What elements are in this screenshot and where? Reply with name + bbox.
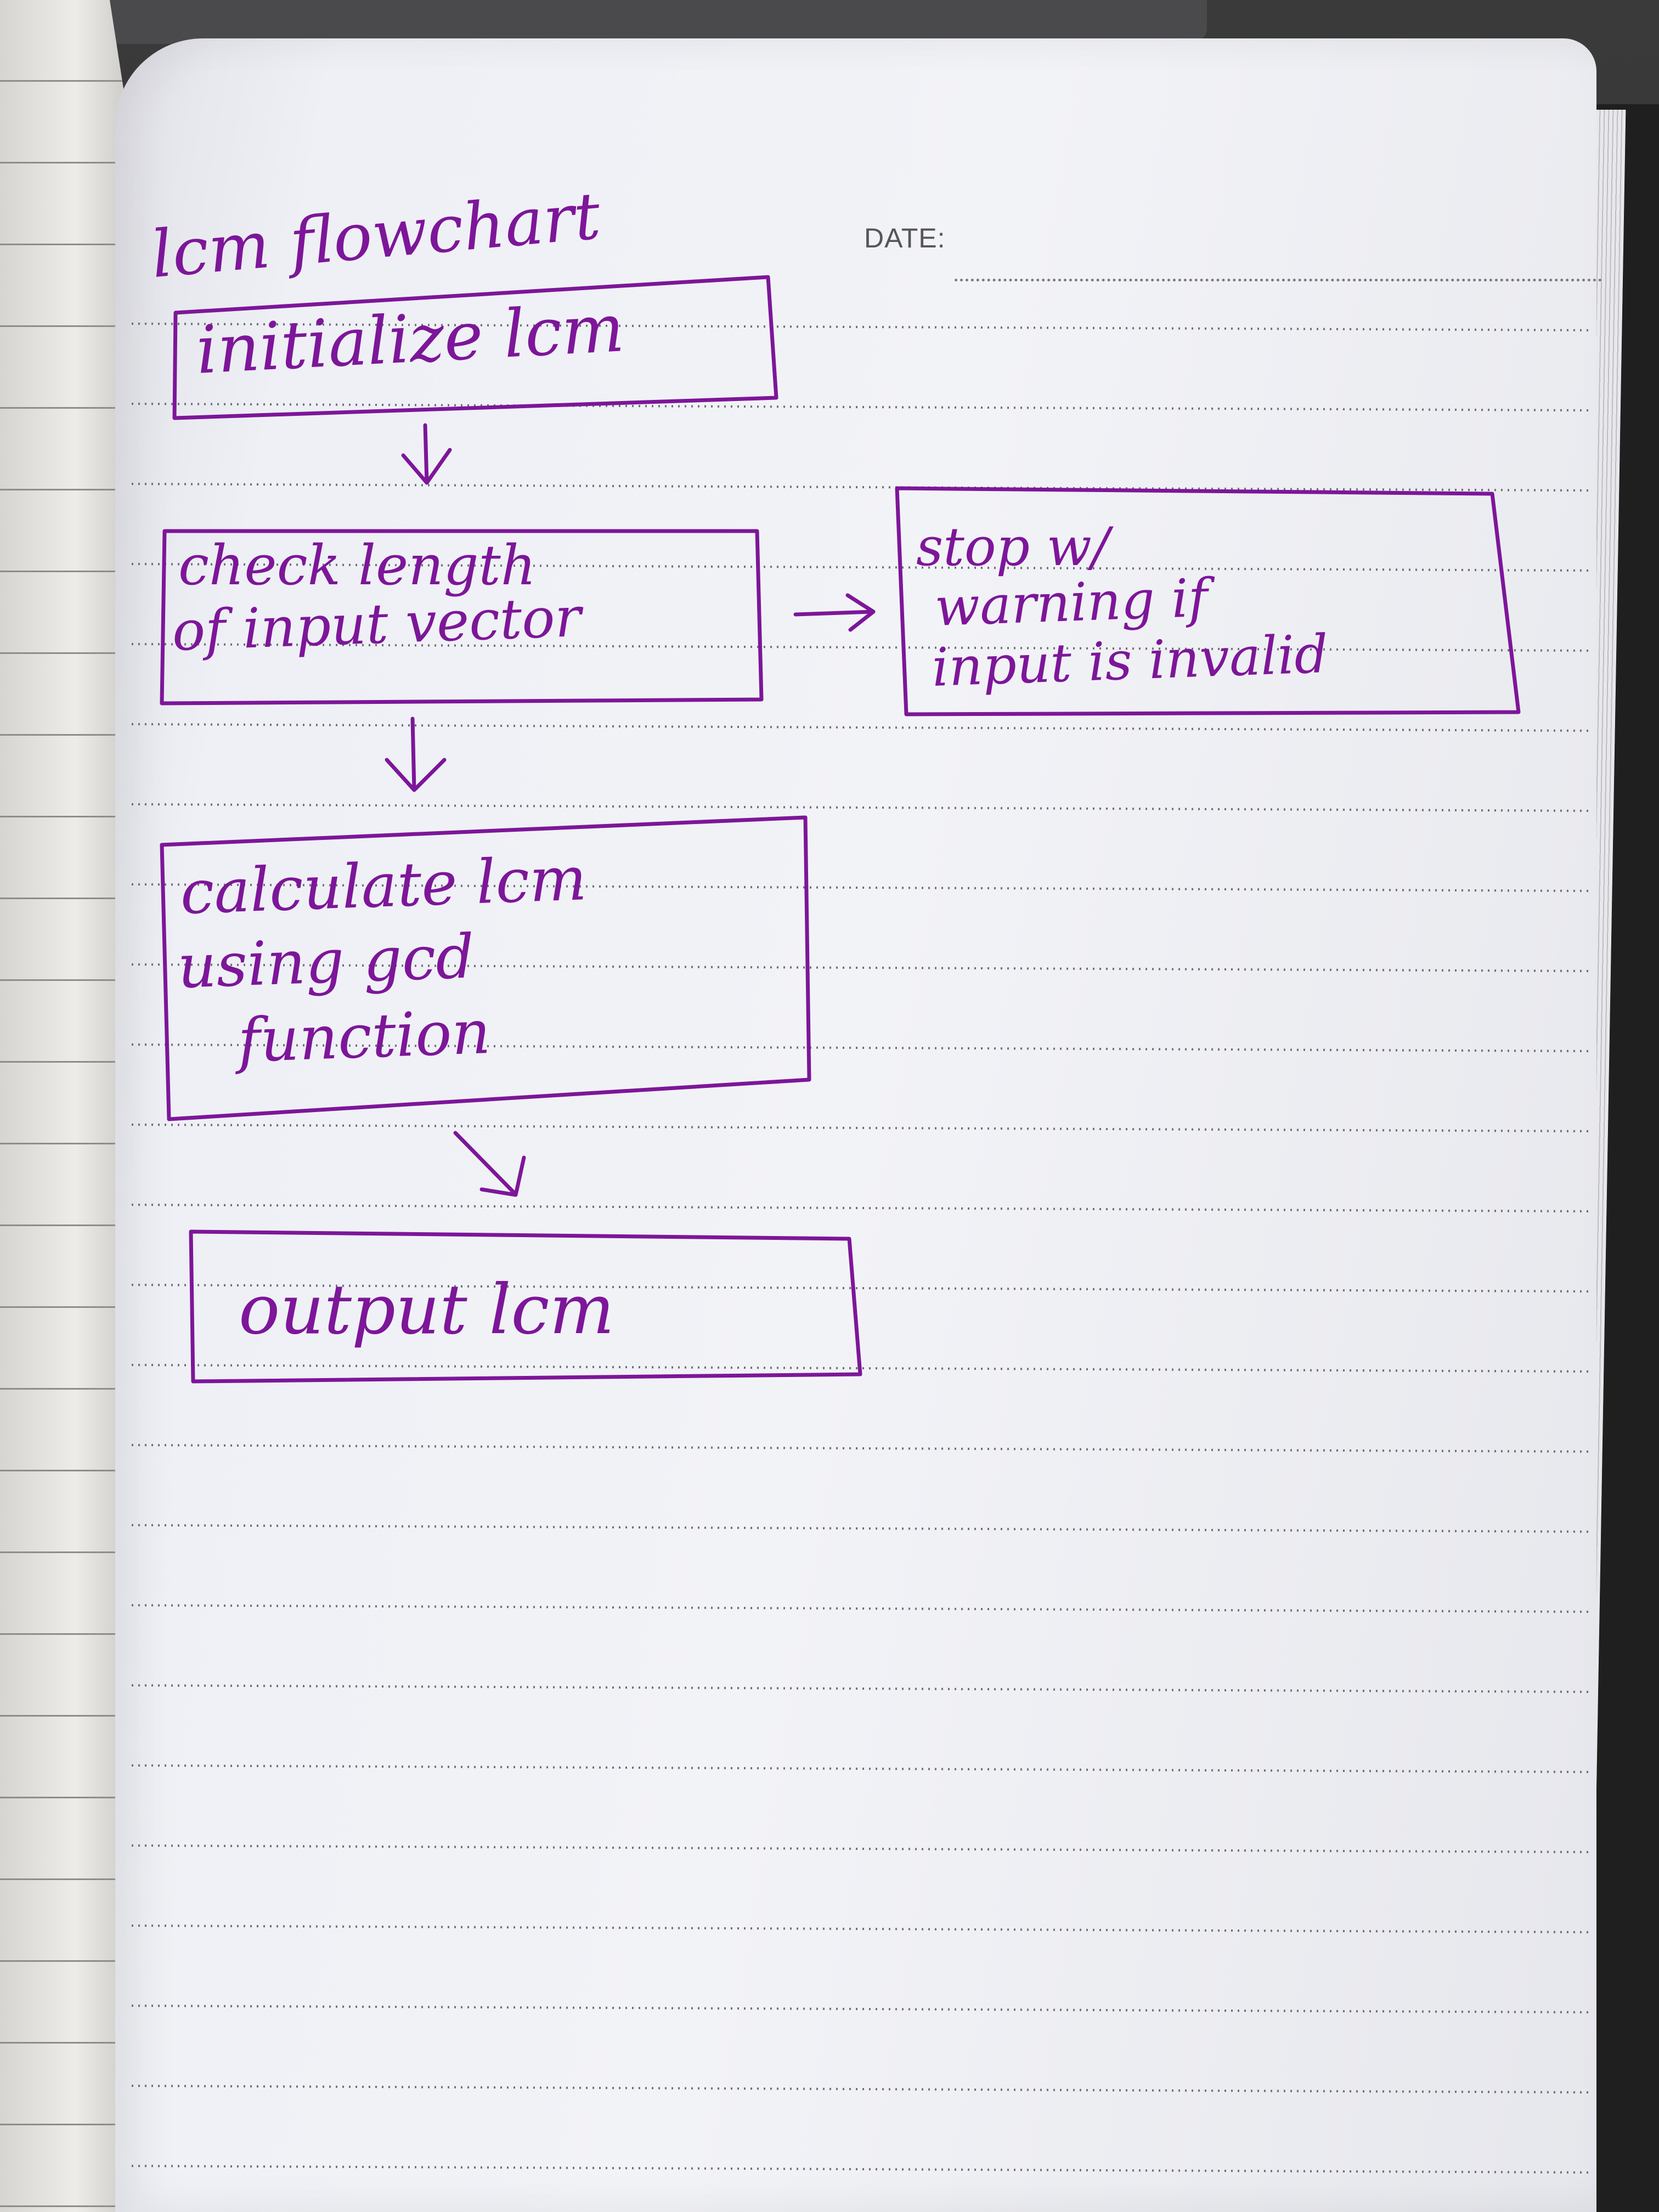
node-stop: stop w/ warning if input is invalid bbox=[895, 486, 1521, 716]
node-initialize-label: initialize lcm bbox=[194, 290, 626, 389]
left-notebook-page bbox=[0, 0, 137, 2212]
node-output: output lcm bbox=[189, 1229, 862, 1384]
node-calc-line2: using gcd bbox=[176, 921, 475, 1002]
node-output-label: output lcm bbox=[239, 1270, 614, 1350]
node-check-line2: of input vector bbox=[171, 585, 585, 663]
node-check-length: check length of input vector bbox=[160, 529, 764, 706]
node-stop-line1: stop w/ bbox=[916, 516, 1114, 578]
date-label: DATE: bbox=[864, 223, 946, 253]
arrow-initialize-to-check bbox=[401, 423, 452, 485]
node-check-length-box bbox=[160, 529, 764, 706]
notebook-page: DATE: bbox=[115, 38, 1602, 2212]
node-stop-line3: input is invalid bbox=[931, 623, 1329, 698]
node-stop-box bbox=[895, 486, 1521, 716]
node-calc-line3: function bbox=[233, 997, 492, 1076]
node-initialize: initialize lcm bbox=[172, 275, 778, 420]
arrow-check-to-calculate bbox=[385, 716, 447, 792]
node-calculate: calculate lcm using gcd function bbox=[160, 815, 811, 1121]
node-output-box bbox=[189, 1229, 862, 1384]
date-line bbox=[955, 279, 1602, 281]
laptop-edge bbox=[99, 0, 1207, 44]
node-calc-line1: calculate lcm bbox=[179, 843, 588, 928]
arrow-check-to-stop bbox=[793, 593, 876, 632]
node-stop-line2: warning if bbox=[934, 567, 1217, 638]
arrow-calculate-to-output bbox=[453, 1131, 526, 1197]
node-check-line1: check length bbox=[178, 533, 536, 597]
flowchart-title: lcm flowchart bbox=[148, 178, 603, 292]
node-calculate-box bbox=[160, 815, 811, 1121]
node-initialize-box bbox=[172, 275, 778, 420]
